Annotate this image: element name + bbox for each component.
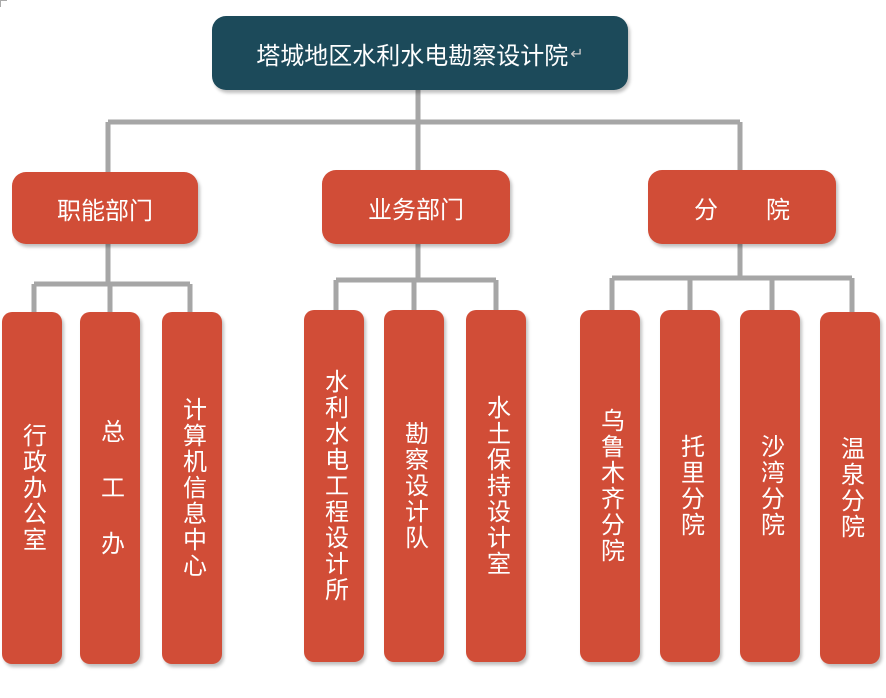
dept-functional: 职能部门: [12, 172, 198, 244]
leaf-toli-branch: 托里分院: [660, 310, 720, 662]
leaf-chief-engineer-office-label: 总 工 办: [96, 419, 125, 557]
leaf-shawan-branch-label: 沙湾分院: [756, 434, 785, 538]
dept-business-label: 业务部门: [368, 195, 464, 224]
leaf-shawan-branch: 沙湾分院: [740, 310, 800, 662]
dept-functional-label: 职能部门: [57, 196, 153, 225]
paragraph-mark-icon: ↵: [570, 43, 584, 63]
dept-business: 业务部门: [322, 170, 510, 244]
leaf-computer-center-label: 计算机信息中心: [178, 397, 207, 579]
root-node: 塔城地区水利水电勘察设计院↵: [212, 16, 628, 90]
leaf-toli-branch-label: 托里分院: [676, 434, 705, 538]
leaf-chief-engineer-office: 总 工 办: [80, 312, 140, 664]
leaf-wenquan-branch-label: 温泉分院: [836, 436, 865, 540]
leaf-survey-design-team: 勘察设计队: [384, 310, 444, 662]
leaf-hydro-design-institute: 水利水电工程设计所: [304, 310, 364, 662]
leaf-computer-center: 计算机信息中心: [162, 312, 222, 664]
leaf-hydro-design-institute-label: 水利水电工程设计所: [320, 369, 349, 603]
dept-branches-label: 分 院: [694, 195, 790, 224]
leaf-urumqi-branch-label: 乌鲁木齐分院: [596, 408, 625, 564]
leaf-soil-conservation-office: 水土保持设计室: [466, 310, 526, 662]
leaf-admin-office: 行政办公室: [2, 312, 62, 664]
corner-mark: [0, 0, 7, 7]
leaf-urumqi-branch: 乌鲁木齐分院: [580, 310, 640, 662]
leaf-soil-conservation-office-label: 水土保持设计室: [482, 395, 511, 577]
leaf-survey-design-team-label: 勘察设计队: [400, 421, 429, 551]
leaf-admin-office-label: 行政办公室: [18, 423, 47, 553]
leaf-wenquan-branch: 温泉分院: [820, 312, 880, 664]
root-title: 塔城地区水利水电勘察设计院: [256, 41, 569, 70]
dept-branches: 分 院: [648, 170, 836, 244]
